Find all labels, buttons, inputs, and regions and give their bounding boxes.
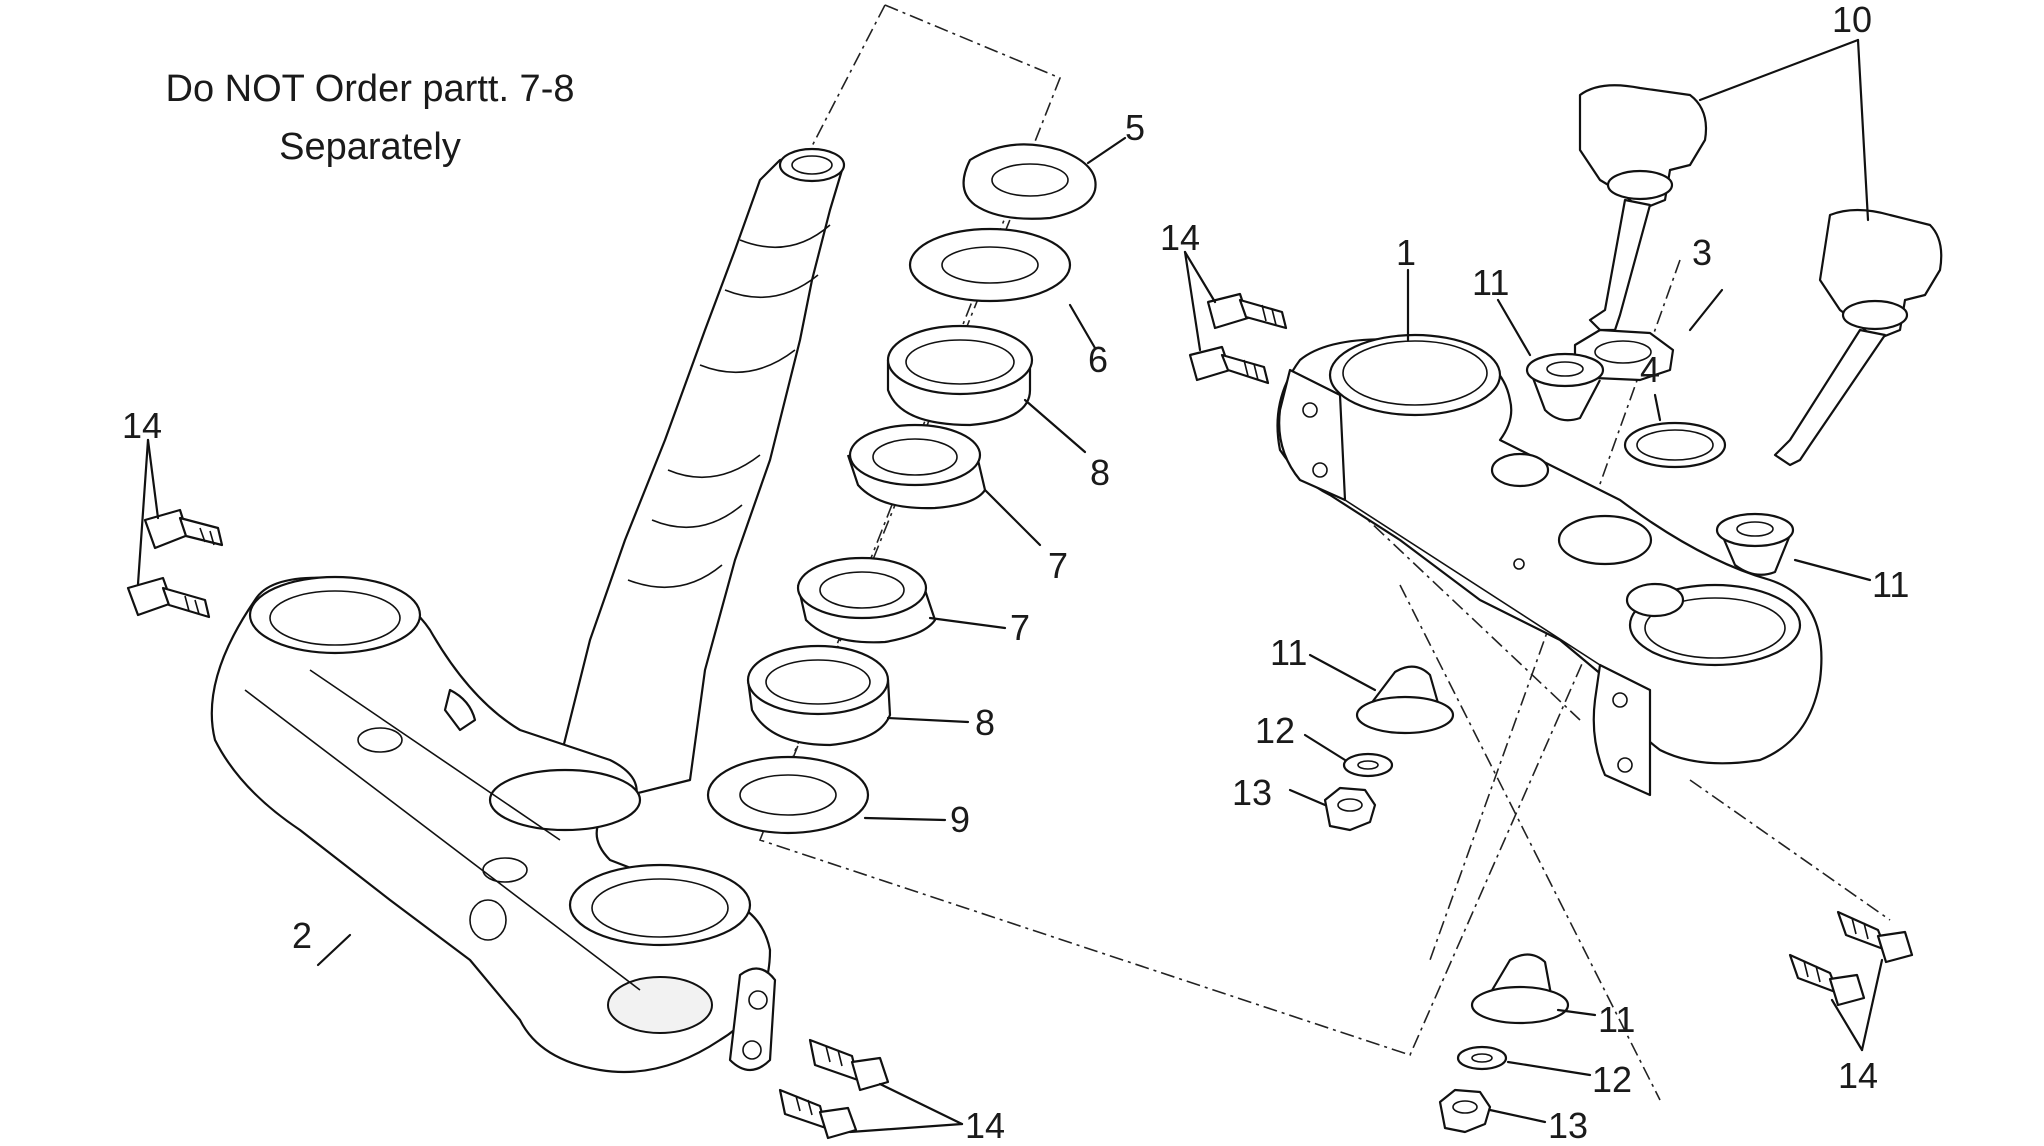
steering-stem xyxy=(558,147,846,802)
small-hardware xyxy=(1323,328,1795,1134)
callout-14a: 14 xyxy=(122,405,162,446)
callout-12b: 12 xyxy=(1592,1059,1632,1100)
callout-11a: 11 xyxy=(1472,262,1509,303)
callout-10: 10 xyxy=(1832,0,1872,40)
bearing-stack xyxy=(706,143,1097,835)
callout-9: 9 xyxy=(950,799,970,840)
callout-12a: 12 xyxy=(1255,710,1295,751)
callout-11b: 11 xyxy=(1872,564,1909,605)
lower-triple-clamp xyxy=(210,575,777,1074)
callout-13b: 13 xyxy=(1548,1105,1588,1141)
callout-6: 6 xyxy=(1088,339,1108,380)
callout-8b: 8 xyxy=(975,702,995,743)
callout-4: 4 xyxy=(1640,349,1660,390)
order-note-line2: Separately xyxy=(279,126,461,168)
callout-5: 5 xyxy=(1125,107,1145,148)
callout-8a: 8 xyxy=(1090,452,1110,493)
callout-11c: 11 xyxy=(1270,632,1307,673)
callout-13a: 13 xyxy=(1232,772,1272,813)
upper-triple-clamp xyxy=(1276,333,1823,797)
callout-1: 1 xyxy=(1396,232,1416,273)
callout-11d: 11 xyxy=(1598,999,1635,1040)
callout-14b: 14 xyxy=(1160,217,1200,258)
order-note-line1: Do NOT Order partt. 7-8 xyxy=(165,68,575,110)
callout-2: 2 xyxy=(292,915,312,956)
bolts xyxy=(126,292,1914,1140)
callout-labels: 1 2 3 4 5 6 8 7 7 8 9 10 11 11 11 11 12 … xyxy=(122,0,1909,1146)
callout-3: 3 xyxy=(1692,232,1712,273)
callout-7b: 7 xyxy=(1010,607,1030,648)
callout-7a: 7 xyxy=(1048,545,1068,586)
leader-lines xyxy=(136,38,1884,1134)
callout-14c: 14 xyxy=(965,1105,1005,1141)
callout-14d: 14 xyxy=(1838,1055,1878,1096)
handlebars xyxy=(1578,84,1943,467)
order-note: Do NOT Order partt. 7-8 Separately xyxy=(110,60,630,176)
assembly-outline xyxy=(758,4,1611,1056)
